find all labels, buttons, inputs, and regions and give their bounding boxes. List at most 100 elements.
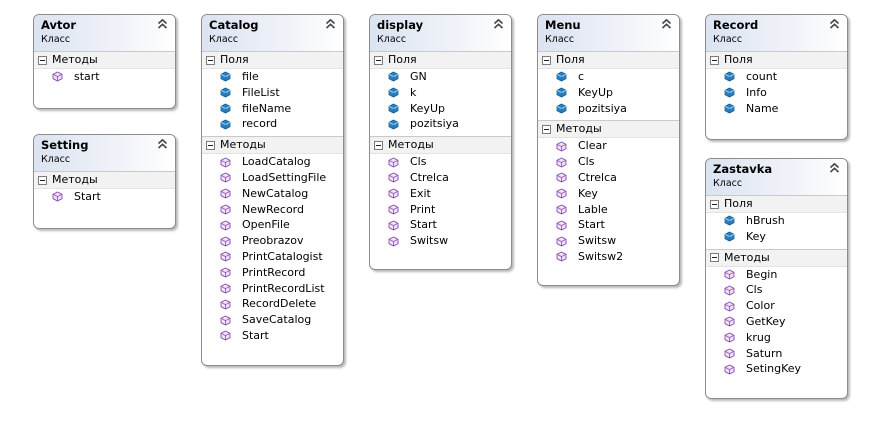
- minus-icon[interactable]: [206, 140, 215, 150]
- method-icon: [556, 157, 578, 168]
- method-item[interactable]: RecordDelete: [202, 296, 343, 312]
- fields-section-label: Поля: [220, 53, 249, 66]
- chevron-double-up-icon[interactable]: [829, 162, 840, 174]
- method-item[interactable]: Start: [34, 189, 175, 205]
- fields-section-header[interactable]: Поля: [706, 51, 847, 69]
- methods-section-header[interactable]: Методы: [202, 136, 343, 155]
- method-item[interactable]: Color: [706, 298, 847, 314]
- method-item[interactable]: Saturn: [706, 346, 847, 362]
- field-item[interactable]: GN: [370, 69, 511, 85]
- class-name: Catalog: [209, 18, 259, 32]
- fields-section-header[interactable]: Поля: [370, 51, 511, 69]
- fields-section-header[interactable]: Поля: [538, 51, 679, 69]
- minus-icon[interactable]: [206, 55, 215, 65]
- methods-section-label: Методы: [556, 122, 602, 136]
- method-item[interactable]: Begin: [706, 267, 847, 283]
- method-item[interactable]: LoadCatalog: [202, 154, 343, 170]
- field-name: c: [578, 70, 585, 83]
- minus-icon[interactable]: [710, 199, 719, 209]
- methods-section-header[interactable]: Методы: [706, 248, 847, 267]
- chevron-double-up-icon[interactable]: [829, 18, 840, 30]
- method-item[interactable]: Cls: [706, 282, 847, 298]
- minus-icon[interactable]: [542, 55, 551, 65]
- method-item[interactable]: Switsw: [538, 233, 679, 249]
- method-item[interactable]: OpenFile: [202, 217, 343, 233]
- chevron-double-up-icon[interactable]: [157, 138, 168, 150]
- method-item[interactable]: NewRecord: [202, 202, 343, 218]
- method-item[interactable]: PrintRecord: [202, 265, 343, 281]
- field-item[interactable]: Name: [706, 101, 847, 117]
- method-icon: [556, 204, 578, 215]
- field-item[interactable]: FileList: [202, 85, 343, 101]
- methods-section-header[interactable]: Методы: [34, 171, 175, 189]
- field-item[interactable]: fileName: [202, 101, 343, 117]
- method-item[interactable]: krug: [706, 330, 847, 346]
- field-item[interactable]: file: [202, 69, 343, 85]
- method-icon: [220, 220, 242, 231]
- field-item[interactable]: k: [370, 85, 511, 101]
- minus-icon[interactable]: [542, 124, 551, 134]
- field-item[interactable]: pozitsiya: [370, 116, 511, 132]
- method-item[interactable]: Ctrelca: [370, 170, 511, 186]
- methods-section-header[interactable]: Методы: [370, 136, 511, 155]
- field-item[interactable]: record: [202, 116, 343, 132]
- chevron-double-up-icon[interactable]: [157, 18, 168, 30]
- chevron-double-up-icon[interactable]: [325, 18, 336, 30]
- method-item[interactable]: Start: [202, 328, 343, 344]
- method-name: Cls: [578, 155, 595, 169]
- methods-section-header[interactable]: Методы: [34, 51, 175, 69]
- field-item[interactable]: count: [706, 69, 847, 85]
- method-item[interactable]: Preobrazov: [202, 233, 343, 249]
- method-name: RecordDelete: [242, 297, 317, 311]
- field-item[interactable]: hBrush: [706, 213, 847, 229]
- method-item[interactable]: Print: [370, 202, 511, 218]
- method-item[interactable]: start: [34, 69, 175, 85]
- field-item[interactable]: pozitsiya: [538, 101, 679, 117]
- field-item[interactable]: Info: [706, 85, 847, 101]
- minus-icon[interactable]: [374, 140, 383, 150]
- method-item[interactable]: PrintCatalogist: [202, 249, 343, 265]
- minus-icon[interactable]: [710, 55, 719, 65]
- minus-icon[interactable]: [38, 175, 47, 185]
- method-item[interactable]: Ctrelca: [538, 170, 679, 186]
- field-item[interactable]: KeyUp: [538, 85, 679, 101]
- minus-icon[interactable]: [374, 55, 383, 65]
- method-item[interactable]: NewCatalog: [202, 186, 343, 202]
- minus-icon[interactable]: [710, 253, 719, 263]
- method-item[interactable]: Switsw: [370, 233, 511, 249]
- field-item[interactable]: c: [538, 69, 679, 85]
- method-item[interactable]: Cls: [538, 154, 679, 170]
- method-item[interactable]: PrintRecordList: [202, 281, 343, 297]
- fields-section-header[interactable]: Поля: [706, 195, 847, 213]
- minus-icon[interactable]: [38, 55, 47, 65]
- method-item[interactable]: Start: [538, 217, 679, 233]
- method-item[interactable]: Start: [370, 217, 511, 233]
- method-item[interactable]: Key: [538, 186, 679, 202]
- field-item[interactable]: Key: [706, 229, 847, 245]
- method-item[interactable]: SaveCatalog: [202, 312, 343, 328]
- fields-section-header[interactable]: Поля: [202, 51, 343, 69]
- method-icon: [556, 172, 578, 183]
- method-item[interactable]: Exit: [370, 186, 511, 202]
- method-item[interactable]: GetKey: [706, 314, 847, 330]
- chevron-double-up-icon[interactable]: [661, 18, 672, 30]
- method-item[interactable]: Clear: [538, 138, 679, 154]
- methods-section-header[interactable]: Методы: [538, 120, 679, 139]
- method-item[interactable]: LoadSettingFile: [202, 170, 343, 186]
- method-item[interactable]: Lable: [538, 202, 679, 218]
- method-item[interactable]: SetingKey: [706, 361, 847, 377]
- method-item[interactable]: Cls: [370, 154, 511, 170]
- field-item[interactable]: KeyUp: [370, 101, 511, 117]
- chevron-double-up-icon[interactable]: [493, 18, 504, 30]
- method-item[interactable]: Switsw2: [538, 249, 679, 265]
